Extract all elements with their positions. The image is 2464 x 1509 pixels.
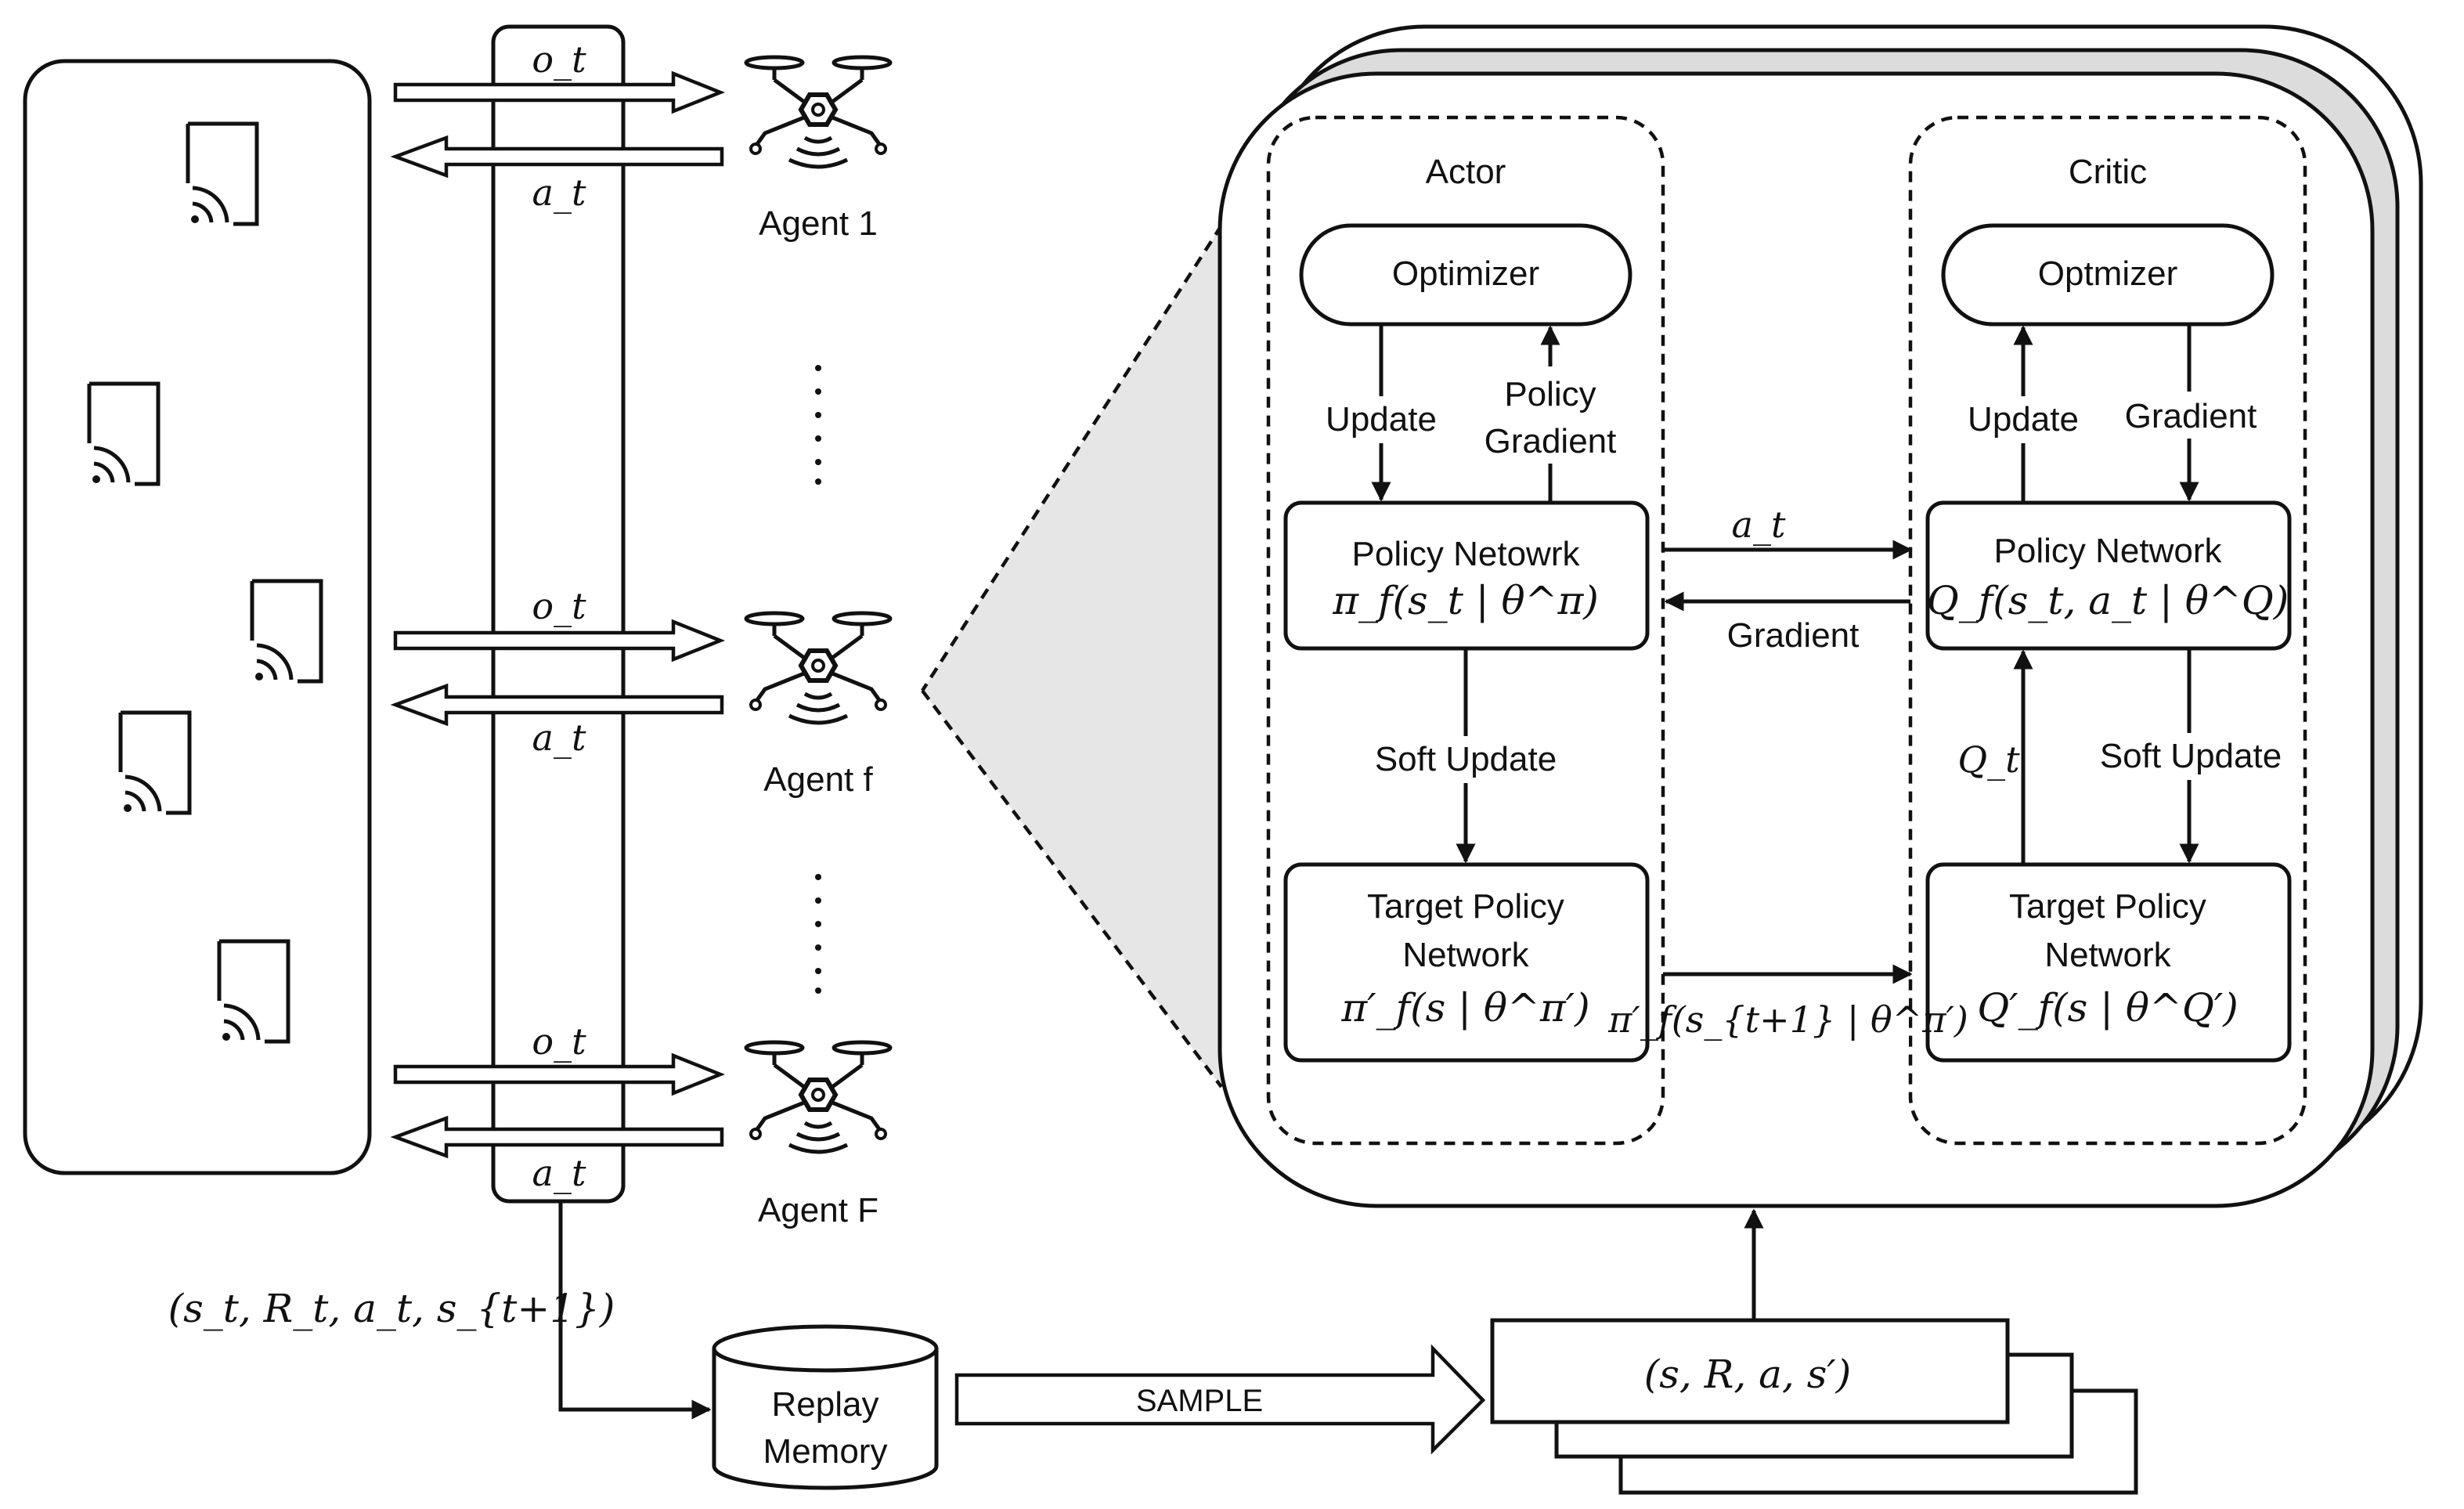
actor-optimizer	[1299, 223, 1632, 327]
critic-policy-network-math: Q_f(s_t, a_t | θ^Q)	[1927, 578, 2289, 623]
actor-policy-network	[1283, 500, 1650, 651]
ellipsis-icon	[815, 365, 821, 485]
critic-group	[1908, 115, 2307, 1146]
actor-policy-gradient-label-1: Policy	[1504, 375, 1596, 413]
observation-arrow	[393, 1052, 726, 1096]
batch-label: (s, R, a, s′)	[1644, 1352, 1852, 1397]
critic-target-label-1: Target Policy	[2009, 887, 2206, 926]
agent-f-act: a_t	[532, 717, 586, 759]
actor-soft-update-label: Soft Update	[1375, 740, 1557, 778]
actor-update-label: Update	[1326, 400, 1437, 439]
critic-target-math: Q′_f(s | θ^Q′)	[1977, 985, 2239, 1031]
action-arrow	[390, 1115, 724, 1159]
actor-target-network	[1283, 862, 1650, 1063]
action-link-label: a_t	[1732, 504, 1786, 546]
actor-policy-gradient-label-2: Gradient	[1485, 422, 1617, 460]
actor-title: Actor	[1426, 153, 1506, 191]
drone-icon	[746, 613, 890, 723]
ellipsis-icon	[815, 874, 821, 994]
drone-icon	[746, 1042, 890, 1152]
agent-F-label: Agent F	[758, 1191, 878, 1229]
critic-gradient-label: Gradient	[2125, 397, 2257, 435]
replay-memory-label-1: Replay	[772, 1385, 879, 1424]
environment-box	[23, 59, 372, 1175]
agent-f-obs: o_t	[532, 585, 586, 627]
critic-update-label: Update	[1968, 400, 2079, 439]
action-arrow	[390, 683, 724, 727]
critic-optimizer	[1941, 223, 2275, 327]
critic-target-label-2: Network	[2044, 936, 2171, 974]
sample-arrow	[954, 1344, 1486, 1455]
agent-1-obs: o_t	[532, 38, 586, 81]
critic-title: Critic	[2069, 153, 2147, 191]
zoom-line	[921, 224, 1223, 692]
critic-policy-network	[1925, 500, 2292, 651]
drone-icon	[746, 57, 890, 167]
actor-target-math: π′_f(s | θ^π′)	[1340, 985, 1589, 1031]
channel-bar	[491, 24, 626, 1204]
replay-memory-label-2: Memory	[763, 1432, 888, 1471]
zoom-line	[921, 689, 1223, 1088]
critic-optimizer-label: Optmizer	[2038, 255, 2177, 293]
actor-target-label-2: Network	[1402, 936, 1529, 974]
transition-arrow	[558, 1201, 712, 1420]
actor-target-label-1: Target Policy	[1367, 887, 1564, 926]
critic-soft-update-label: Soft Update	[2100, 737, 2282, 775]
critic-target-network	[1925, 862, 2292, 1063]
agent-f-label: Agent f	[763, 760, 873, 799]
observation-arrow	[393, 70, 726, 114]
target-action-label: π′_f(s_{t+1} | θ^π′)	[1607, 998, 1968, 1041]
critic-qt-label: Q_t	[1957, 738, 2020, 781]
observation-arrow	[393, 619, 726, 662]
action-arrow	[390, 135, 724, 179]
agent-F-act: a_t	[532, 1152, 586, 1194]
transition-tuple-label: (s_t, R_t, a_t, s_{t+1})	[168, 1286, 615, 1331]
agent-1-label: Agent 1	[759, 204, 878, 243]
batch-card-front	[1490, 1318, 2010, 1424]
actor-policy-network-label: Policy Netowrk	[1352, 535, 1581, 573]
agent-F-obs: o_t	[532, 1020, 586, 1063]
actor-group	[1266, 115, 1665, 1146]
agent-1-act: a_t	[532, 171, 586, 214]
critic-policy-network-label: Policy Network	[1994, 532, 2223, 570]
actor-optimizer-label: Optimizer	[1392, 255, 1539, 293]
actor-policy-network-math: π_f(s_t | θ^π)	[1332, 578, 1599, 623]
replay-memory	[712, 1324, 939, 1490]
sample-label: SAMPLE	[1136, 1384, 1263, 1418]
gradient-link-label: Gradient	[1727, 616, 1860, 655]
